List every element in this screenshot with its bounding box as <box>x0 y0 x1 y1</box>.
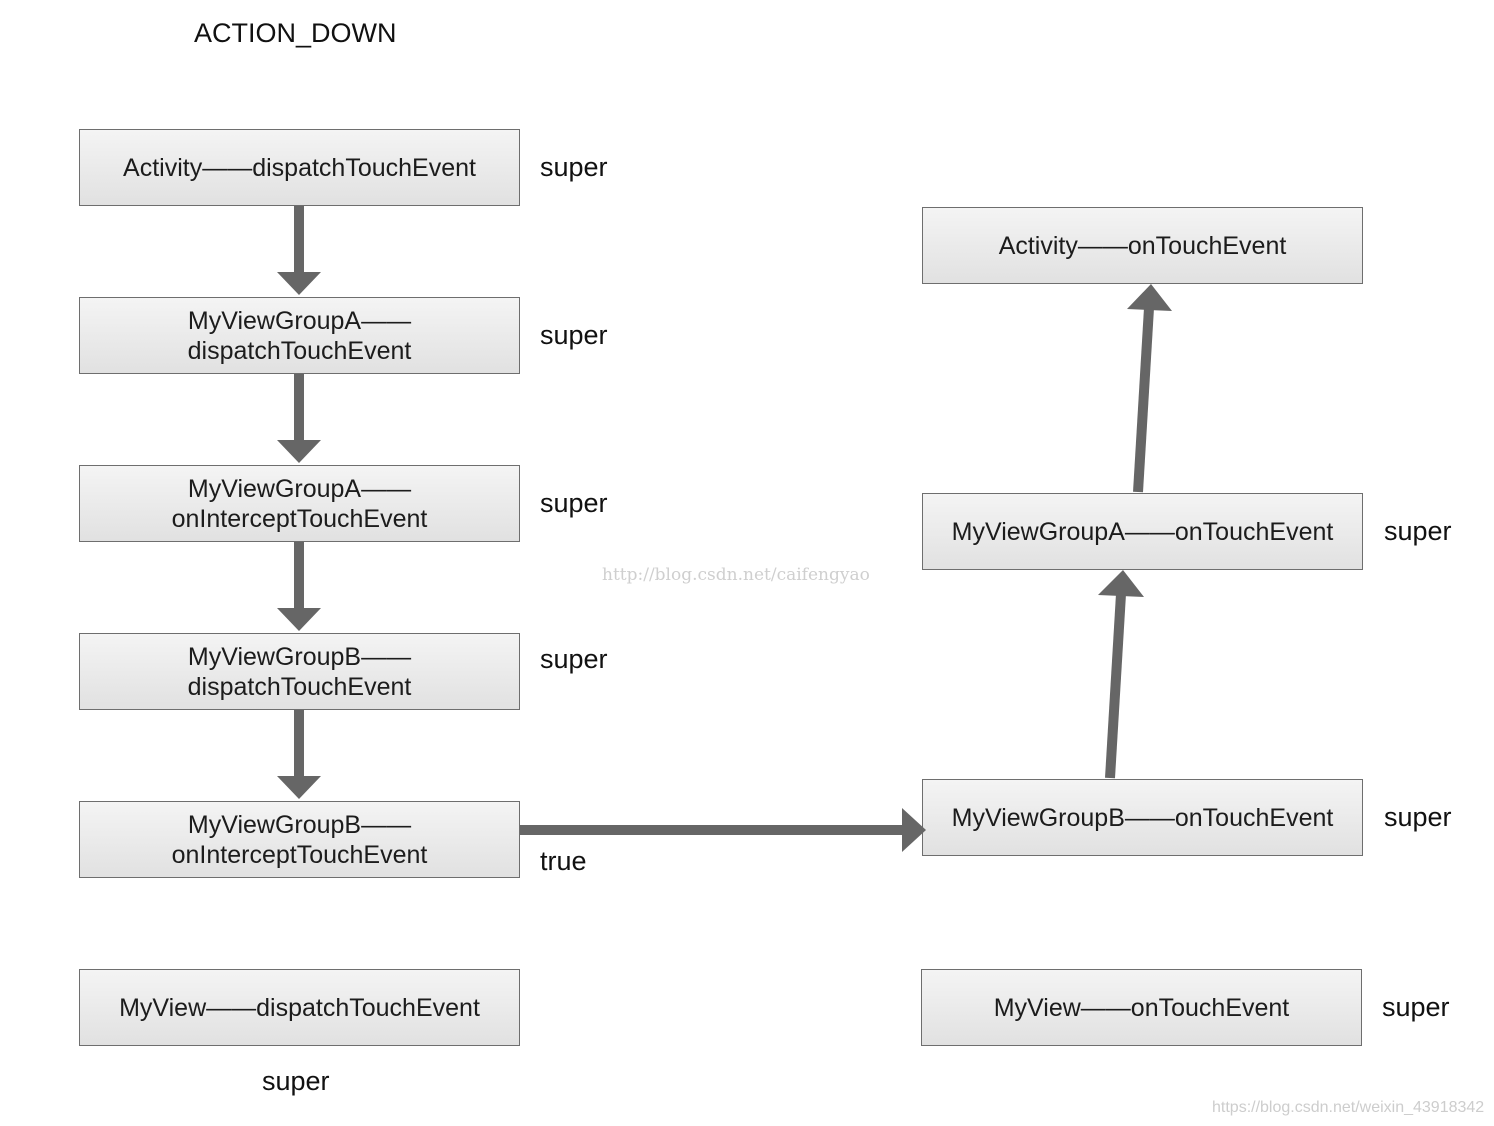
node-groupA-touch: MyViewGroupA——onTouchEvent <box>922 493 1363 570</box>
node-groupB-dispatch: MyViewGroupB—— dispatchTouchEvent <box>79 633 520 710</box>
node-label-line1: MyViewGroupB—— <box>187 642 412 671</box>
arrow-groupB-touch-to-groupA-touch <box>1105 593 1126 779</box>
node-label-line1: MyViewGroupB—— <box>187 810 412 839</box>
node-myview-touch: MyView——onTouchEvent <box>921 969 1362 1046</box>
note-groupB-dispatch: super <box>540 644 608 674</box>
arrow-groupA-intercept-to-groupB-dispatch <box>277 542 321 631</box>
node-label: MyViewGroupA——onTouchEvent <box>951 517 1334 546</box>
arrowhead-up-1 <box>1098 570 1144 597</box>
arrow-groupB-intercept-to-touch <box>520 808 926 852</box>
note-myview-touch: super <box>1382 992 1450 1022</box>
node-label-line1: MyViewGroupA—— <box>187 306 412 335</box>
node-label-line1: MyViewGroupA—— <box>187 474 412 503</box>
node-label: Activity——dispatchTouchEvent <box>123 153 476 182</box>
node-groupA-dispatch: MyViewGroupA—— dispatchTouchEvent <box>79 297 520 374</box>
node-groupA-intercept: MyViewGroupA—— onInterceptTouchEvent <box>79 465 520 542</box>
note-myview-dispatch: super <box>262 1066 330 1096</box>
node-activity-dispatch: Activity——dispatchTouchEvent <box>79 129 520 206</box>
node-label: MyViewGroupB——onTouchEvent <box>951 803 1334 832</box>
note-groupA-dispatch: super <box>540 320 608 350</box>
arrow-groupA-touch-to-activity-touch <box>1133 307 1154 493</box>
node-label-line2: onInterceptTouchEvent <box>171 840 428 869</box>
note-groupB-touch: super <box>1384 802 1452 832</box>
diagram-title: ACTION_DOWN <box>194 18 397 48</box>
arrowhead-up-2 <box>1127 284 1172 311</box>
node-label-line2: dispatchTouchEvent <box>187 336 412 365</box>
arrow-groupA-dispatch-to-intercept <box>277 374 321 463</box>
watermark-corner: https://blog.csdn.net/weixin_43918342 <box>1212 1099 1485 1116</box>
arrow-groupB-dispatch-to-intercept <box>277 710 321 799</box>
node-myview-dispatch: MyView——dispatchTouchEvent <box>79 969 520 1046</box>
note-groupA-intercept: super <box>540 488 608 518</box>
note-activity-dispatch: super <box>540 152 608 182</box>
watermark-center: http://blog.csdn.net/caifengyao <box>602 565 870 585</box>
node-groupB-touch: MyViewGroupB——onTouchEvent <box>922 779 1363 856</box>
node-label-line2: dispatchTouchEvent <box>187 672 412 701</box>
arrow-activity-to-groupA-dispatch <box>277 206 321 295</box>
node-label: MyView——onTouchEvent <box>993 993 1290 1022</box>
node-groupB-intercept: MyViewGroupB—— onInterceptTouchEvent <box>79 801 520 878</box>
node-label: Activity——onTouchEvent <box>998 231 1287 260</box>
node-activity-touch: Activity——onTouchEvent <box>922 207 1363 284</box>
note-groupA-touch: super <box>1384 516 1452 546</box>
node-label: MyView——dispatchTouchEvent <box>119 993 480 1022</box>
node-label-line2: onInterceptTouchEvent <box>171 504 428 533</box>
note-groupB-intercept: true <box>540 846 587 876</box>
